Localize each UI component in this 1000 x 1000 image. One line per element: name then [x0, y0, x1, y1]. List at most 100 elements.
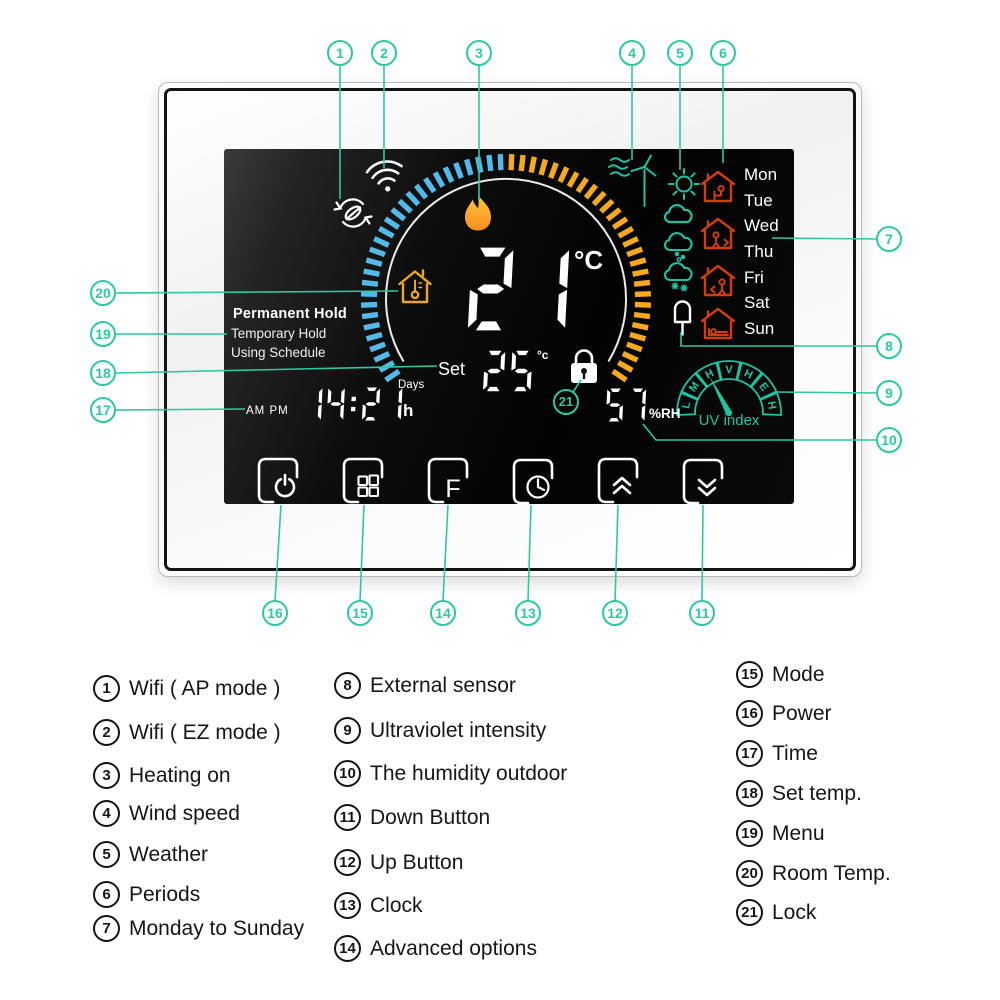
- callout-11: 11: [689, 600, 715, 626]
- uv-index-label: UV index: [699, 412, 760, 429]
- button-outline: [342, 457, 384, 504]
- svg-text:M: M: [687, 380, 702, 395]
- wifi-icon: [365, 160, 403, 192]
- legend-num: 21: [736, 899, 763, 926]
- period-house-return-icon: [700, 264, 736, 297]
- period-house-sleep-icon: [700, 307, 736, 340]
- weekday-thu: Thu: [744, 242, 774, 262]
- external-sensor-icon: [673, 300, 692, 336]
- clock-icon: [526, 475, 550, 499]
- callout-14: 14: [430, 600, 456, 626]
- callout-15: 15: [347, 600, 373, 626]
- callout-20: 20: [90, 280, 116, 306]
- room-temp-display: [462, 244, 578, 339]
- svg-text:E: E: [756, 381, 770, 394]
- legend-item: 12 Up Button: [334, 849, 463, 876]
- legend-label: Down Button: [370, 805, 491, 829]
- legend-label: Clock: [370, 893, 423, 917]
- legend-num: 6: [93, 881, 120, 908]
- legend-label: Periods: [129, 882, 201, 906]
- legend-label: Power: [772, 701, 832, 725]
- ampm-label: AM PM: [246, 405, 289, 417]
- legend-num: 1: [93, 675, 120, 702]
- button-outline: [257, 457, 299, 504]
- room-temp-unit: °C: [574, 245, 604, 275]
- legend-item: 19 Menu: [736, 820, 825, 847]
- set-temp-display: [480, 349, 537, 398]
- legend-num: 17: [736, 740, 763, 767]
- legend-label: Advanced options: [370, 936, 537, 960]
- weekday-sun: Sun: [744, 319, 775, 339]
- legend-num: 14: [334, 935, 361, 962]
- callout-12: 12: [602, 600, 628, 626]
- f-letter: F: [445, 475, 460, 503]
- callout-10: 10: [876, 427, 902, 453]
- callout-5: 5: [667, 40, 693, 66]
- weekday-wed: Wed: [744, 216, 779, 236]
- callout-21-lock-badge: 21: [553, 389, 579, 415]
- room-temp-icon: [398, 269, 432, 304]
- legend-label: Menu: [772, 821, 825, 845]
- mode-button[interactable]: [342, 457, 384, 504]
- legend-num: 12: [334, 849, 361, 876]
- clock-button[interactable]: [512, 458, 554, 504]
- legend-item: 13 Clock: [334, 892, 423, 919]
- legend-label: Mode: [772, 662, 825, 686]
- callout-1: 1: [327, 40, 353, 66]
- period-house-leave-icon: [700, 217, 736, 250]
- legend-num: 7: [93, 915, 120, 942]
- inner-dial-arc: [385, 177, 627, 362]
- period-house-home-icon: [700, 170, 736, 203]
- legend-label: Up Button: [370, 850, 464, 874]
- set-temp-label: Set: [438, 359, 466, 379]
- up-button[interactable]: [597, 457, 639, 504]
- legend-num: 9: [334, 717, 361, 744]
- legend-num: 20: [736, 860, 763, 887]
- legend-label: Weather: [129, 842, 208, 866]
- weekday-fri: Fri: [744, 267, 764, 287]
- hold-mode-temporary: Temporary Hold: [231, 326, 327, 341]
- legend-label: Lock: [772, 900, 817, 924]
- legend-item: 8 External sensor: [334, 672, 516, 699]
- advanced-options-button[interactable]: F: [427, 457, 469, 504]
- lock-icon: [571, 349, 597, 383]
- legend-label: External sensor: [370, 673, 516, 697]
- legend-label: The humidity outdoor: [370, 761, 568, 785]
- mode-grid-icon: [357, 474, 380, 498]
- callout-13: 13: [515, 600, 541, 626]
- weekday-mon: Mon: [744, 165, 778, 184]
- power-button[interactable]: [257, 457, 299, 504]
- days-label: Days: [398, 379, 425, 391]
- eco-mode-icon: [333, 198, 373, 228]
- chevron-down-icon: [697, 478, 717, 497]
- legend-num: 3: [93, 762, 120, 789]
- svg-text:H: H: [704, 367, 717, 381]
- callout-7: 7: [876, 226, 902, 252]
- legend-num: 5: [93, 841, 120, 868]
- button-outline: [682, 458, 724, 504]
- wind-speed-icon: [608, 154, 657, 207]
- legend-label: Heating on: [129, 763, 231, 787]
- legend-num: 8: [334, 672, 361, 699]
- humidity-unit: %RH: [649, 406, 681, 421]
- legend-num: 16: [736, 700, 763, 727]
- legend-label: Wifi ( EZ mode ): [129, 720, 281, 744]
- legend-label: Set temp.: [772, 781, 862, 805]
- legend-num: 19: [736, 820, 763, 847]
- svg-text:H: H: [765, 400, 778, 410]
- weather-rain-icon: [663, 232, 693, 262]
- legend-num: 13: [334, 892, 361, 919]
- down-button[interactable]: [682, 458, 724, 504]
- callout-2: 2: [371, 40, 397, 66]
